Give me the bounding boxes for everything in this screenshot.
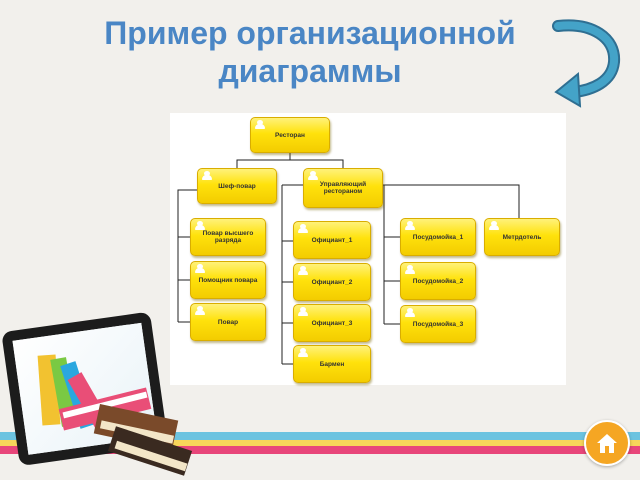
person-icon [298, 266, 308, 275]
person-icon [195, 264, 205, 273]
org-node-waiter-3: Официант_3 [293, 304, 371, 342]
slide-title-line-2: диаграммы [218, 53, 402, 89]
org-node-label: Шеф-повар [218, 182, 256, 190]
org-node-dishwasher-1: Посудомойка_1 [400, 218, 476, 256]
person-icon [405, 265, 415, 274]
org-node-label: Официант_2 [311, 278, 353, 286]
org-node-label: Метрдотель [502, 233, 542, 241]
slide-title: Пример организационной диаграммы [60, 14, 560, 90]
footer-stripe-blue [0, 432, 640, 440]
org-node-senior-cook: Повар высшего разряда [190, 218, 266, 256]
org-node-label: Ресторан [275, 131, 305, 139]
org-node-label: Повар высшего разряда [202, 230, 254, 244]
org-node-label: Бармен [319, 360, 345, 368]
person-icon [489, 221, 499, 230]
org-node-dishwasher-3: Посудомойка_3 [400, 305, 476, 343]
curved-return-arrow-icon[interactable] [552, 16, 624, 108]
footer-stripe-yellow [0, 440, 640, 446]
person-icon [405, 221, 415, 230]
person-icon [255, 120, 265, 129]
org-node-label: Помощник повара [198, 276, 258, 284]
home-button[interactable] [584, 420, 630, 466]
org-node-waiter-1: Официант_1 [293, 221, 371, 259]
org-node-label: Посудомойка_3 [412, 320, 464, 328]
org-node-dishwasher-2: Посудомойка_2 [400, 262, 476, 300]
footer-base [0, 454, 640, 480]
footer-stripe-pink [0, 446, 640, 454]
org-node-bartender: Бармен [293, 345, 371, 383]
org-node-label: Официант_1 [311, 236, 353, 244]
person-icon [298, 307, 308, 316]
org-node-cook: Повар [190, 303, 266, 341]
org-node-waiter-2: Официант_2 [293, 263, 371, 301]
org-node-maitre: Метрдотель [484, 218, 560, 256]
home-icon [597, 434, 617, 453]
person-icon [202, 171, 212, 180]
slide-title-line-1: Пример организационной [104, 15, 516, 51]
person-icon [298, 224, 308, 233]
org-node-restaurant: Ресторан [250, 117, 330, 153]
person-icon [298, 348, 308, 357]
person-icon [308, 171, 318, 180]
org-node-label: Посудомойка_1 [412, 233, 464, 241]
person-icon [195, 306, 205, 315]
person-icon [195, 221, 205, 230]
org-node-assistant-cook: Помощник повара [190, 261, 266, 299]
tablet-books-illustration [2, 312, 193, 476]
org-node-label: Официант_3 [311, 319, 353, 327]
org-node-chef: Шеф-повар [197, 168, 277, 204]
person-icon [405, 308, 415, 317]
org-node-manager: Управляющий рестораном [303, 168, 383, 208]
org-chart: Ресторан Шеф-повар Управляющий ресторано… [170, 113, 566, 385]
org-node-label: Посудомойка_2 [412, 277, 464, 285]
org-node-label: Повар [217, 318, 239, 326]
org-node-label: Управляющий рестораном [319, 181, 367, 195]
